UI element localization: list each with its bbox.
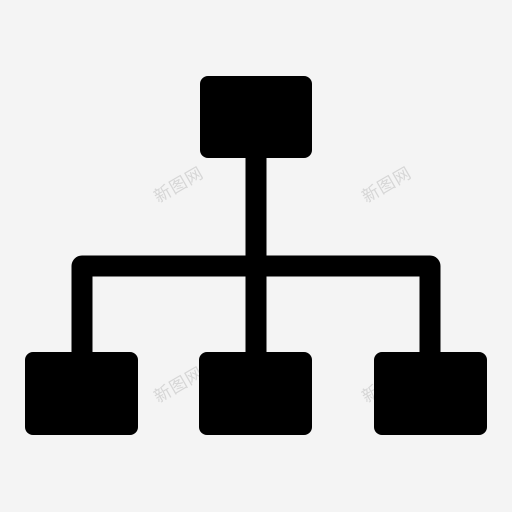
- branch-line: [71, 255, 441, 373]
- child-node-right: [374, 352, 487, 435]
- watermark-1: 新图网: [151, 163, 208, 207]
- watermark-2: 新图网: [359, 163, 416, 207]
- child-node-left: [25, 352, 138, 435]
- connector-lines: [71, 139, 441, 373]
- child-node-center: [199, 352, 312, 435]
- root-node: [200, 76, 312, 158]
- watermark-3: 新图网: [151, 363, 208, 407]
